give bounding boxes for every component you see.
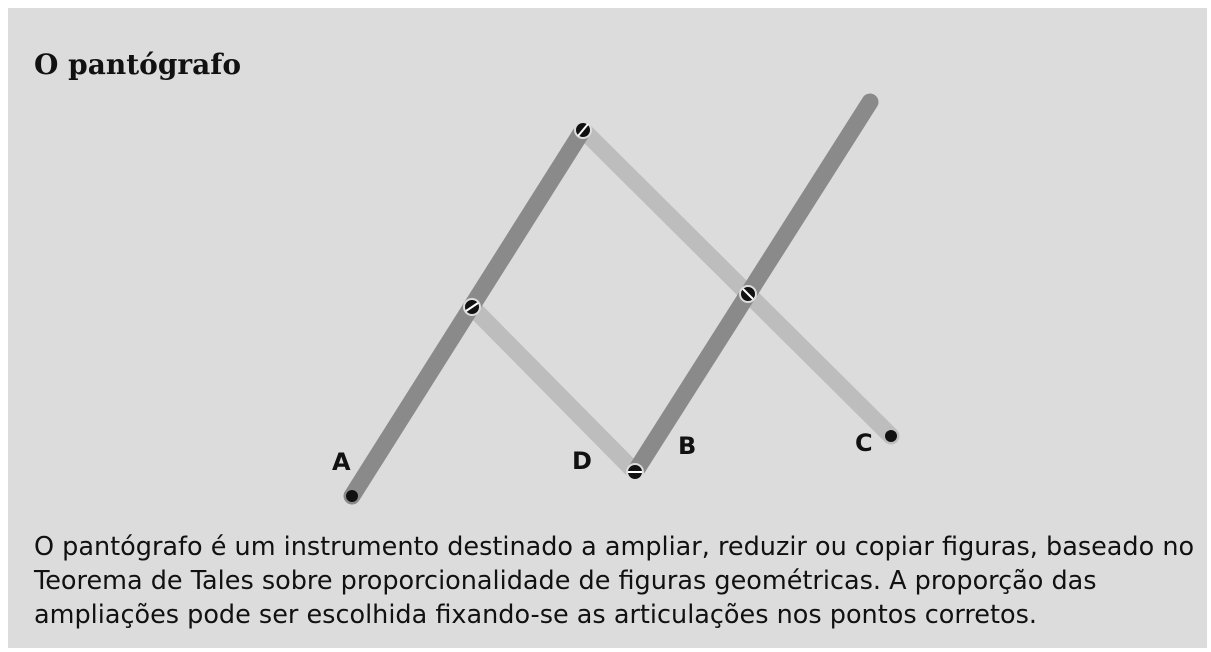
point-a-marker <box>346 490 358 502</box>
pantograph-diagram: A D B C <box>332 93 900 505</box>
label-c: C <box>855 429 873 457</box>
label-a: A <box>332 448 351 476</box>
label-b: B <box>678 432 696 460</box>
point-c-marker <box>885 430 897 442</box>
joint-top <box>574 121 592 139</box>
label-d: D <box>572 447 592 475</box>
description-text: O pantógrafo é um instrumento destinado … <box>34 532 1195 630</box>
figure-panel: O pantógrafo A D B C <box>8 8 1207 648</box>
joint-middle-right <box>739 285 757 303</box>
joint-middle-left <box>463 298 481 316</box>
light-bar-long <box>574 121 900 445</box>
joint-d <box>626 463 644 481</box>
figure-title: O pantógrafo <box>34 48 242 81</box>
light-bar-short <box>463 298 644 481</box>
